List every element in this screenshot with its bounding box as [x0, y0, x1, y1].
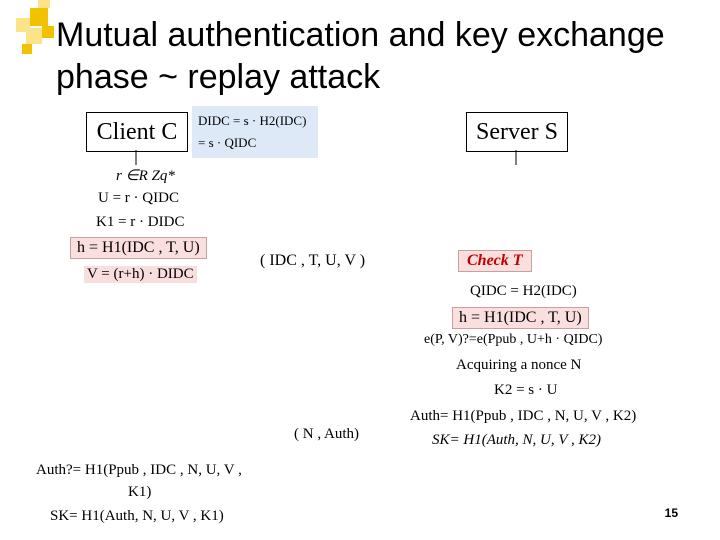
- corner-square-5: [38, 0, 50, 8]
- client-sk: SK= H1(Auth, N, U, V , K1): [50, 508, 224, 524]
- did-note-line1: DIDC = s · H2(IDC): [198, 113, 307, 128]
- client-step-v: V = (r+h) · DIDC: [84, 266, 197, 283]
- page-number: 15: [664, 506, 678, 520]
- corner-square-1: [30, 8, 48, 26]
- server-step-sk: SK= H1(Auth, N, U, V , K2): [432, 432, 602, 448]
- client-auth-check-line1: Auth?= H1(Ppub , IDC , N, U, V ,: [36, 462, 242, 478]
- server-step-verify: e(P, V)?=e(Ppub , U+h · QIDC): [424, 332, 603, 347]
- client-step-k1: K1 = r · DIDC: [96, 214, 185, 230]
- server-check-t: Check T: [458, 250, 532, 272]
- message-2: ( N , Auth): [294, 426, 359, 442]
- server-step-nonce: Acquiring a nonce N: [456, 357, 582, 373]
- server-step-auth: Auth= H1(Ppub , IDC , N, U, V , K2): [410, 408, 637, 424]
- client-label: Client C: [96, 118, 178, 145]
- server-step-h: h = H1(IDC , T, U): [452, 307, 589, 329]
- client-step-h: h = H1(IDC , T, U): [70, 237, 207, 259]
- client-step-r: r ∈R Zq*: [116, 168, 175, 184]
- client-box: Client C: [86, 112, 188, 152]
- client-auth-check-line2: K1): [128, 484, 152, 500]
- slide-title: Mutual authentication and key exchange p…: [56, 16, 665, 96]
- corner-square-4: [42, 26, 54, 38]
- did-note: DIDC = s · H2(IDC) = s · QIDC: [192, 106, 318, 158]
- server-step-qid: QIDC = H2(IDC): [470, 283, 577, 299]
- corner-square-6: [22, 44, 32, 54]
- server-label: Server S: [476, 118, 558, 145]
- did-note-line2: = s · QIDC: [198, 135, 257, 150]
- corner-square-3: [26, 28, 42, 44]
- message-1: ( IDC , T, U, V ): [260, 252, 366, 269]
- server-step-k2: K2 = s · U: [494, 382, 558, 398]
- client-step-u: U = r · QIDC: [98, 190, 179, 206]
- server-box: Server S: [466, 112, 568, 152]
